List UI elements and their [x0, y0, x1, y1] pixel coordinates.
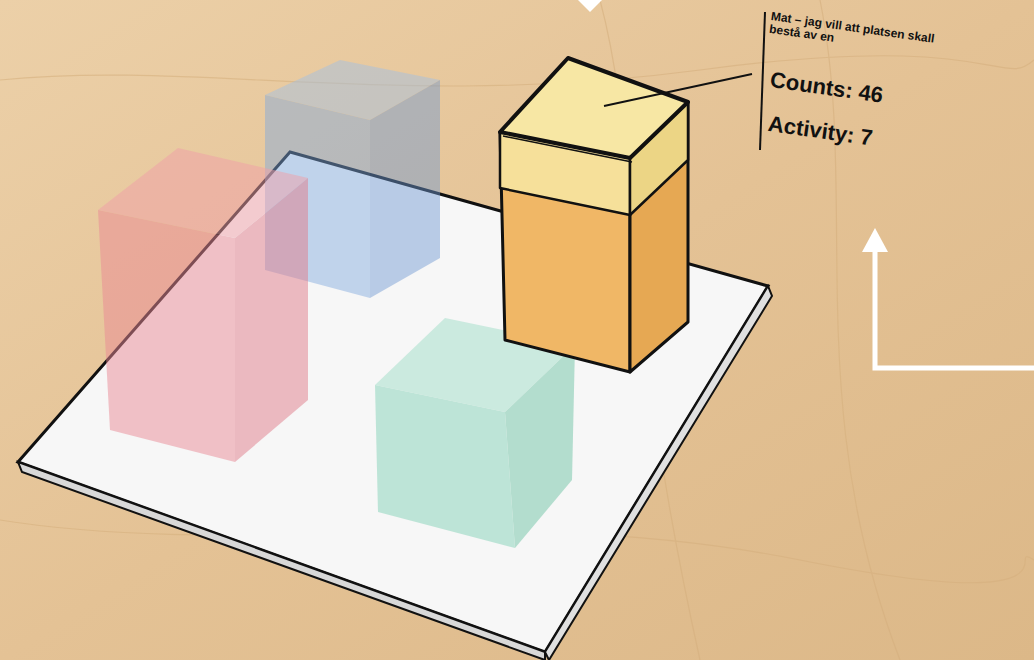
leader-line — [604, 74, 752, 106]
white-arrows — [578, 0, 1034, 368]
red-block — [98, 148, 308, 462]
selected-block — [500, 58, 688, 372]
callout-bar — [760, 12, 765, 150]
teal-block — [375, 318, 575, 548]
